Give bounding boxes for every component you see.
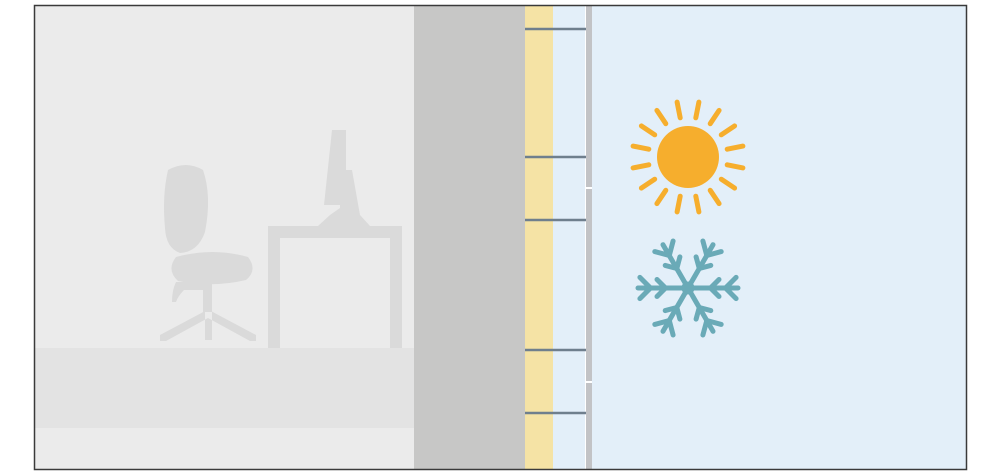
- snowflake-branch: [652, 318, 672, 327]
- snowflake-branch: [693, 254, 702, 271]
- chair-base: [160, 310, 256, 341]
- snowflake-branch: [700, 238, 710, 258]
- sun-ray: [718, 123, 738, 138]
- air-gap: [553, 5, 585, 470]
- snowflake-branch: [723, 274, 739, 291]
- sun-ray: [654, 187, 669, 207]
- sun-icon: [630, 99, 746, 215]
- sun-ray: [674, 99, 683, 121]
- monitor-stand: [318, 170, 370, 226]
- chair-backrest: [164, 165, 209, 253]
- floor: [34, 348, 414, 428]
- insulation-layer: [525, 5, 553, 470]
- exterior-background: [592, 5, 967, 470]
- sun-ray: [638, 176, 658, 191]
- sun-ray: [654, 107, 669, 127]
- snowflake-branch: [708, 277, 722, 291]
- snowflake-branch: [662, 262, 680, 271]
- sun-ray: [638, 123, 658, 138]
- snowflake-center: [681, 281, 695, 295]
- diagram-border: [33, 4, 968, 471]
- sun-ray: [724, 143, 746, 152]
- chair-seat: [171, 252, 253, 285]
- snowflake-icon: [635, 238, 741, 338]
- sun-ray: [707, 187, 722, 207]
- sun-ray: [674, 193, 683, 215]
- snowflake-branch: [700, 318, 710, 338]
- sun-ray: [693, 99, 702, 121]
- snowflake-branch: [652, 249, 672, 258]
- snowflake-branch: [666, 318, 676, 338]
- mounting-rails: [525, 27, 586, 415]
- sun-disc: [657, 126, 719, 188]
- exterior-cladding: [586, 5, 592, 470]
- snowflake-arms: [635, 238, 741, 338]
- snowflake-branch: [674, 305, 683, 322]
- sun-ray: [707, 107, 722, 127]
- office-chair: [160, 165, 256, 341]
- snowflake-branch: [704, 318, 724, 327]
- computer-monitor: [318, 130, 370, 226]
- chair-post: [203, 282, 212, 312]
- snowflake-branch: [696, 305, 714, 314]
- sun-ray: [630, 143, 652, 152]
- sun-ray: [693, 193, 702, 215]
- sun-ray: [630, 162, 652, 171]
- sun-ray: [724, 162, 746, 171]
- snowflake-branch: [637, 285, 653, 302]
- concrete-wall: [414, 5, 525, 470]
- sun-ray: [718, 176, 738, 191]
- chair-armrest: [172, 282, 210, 302]
- sun-rays: [630, 99, 746, 215]
- snowflake-branch: [654, 285, 668, 299]
